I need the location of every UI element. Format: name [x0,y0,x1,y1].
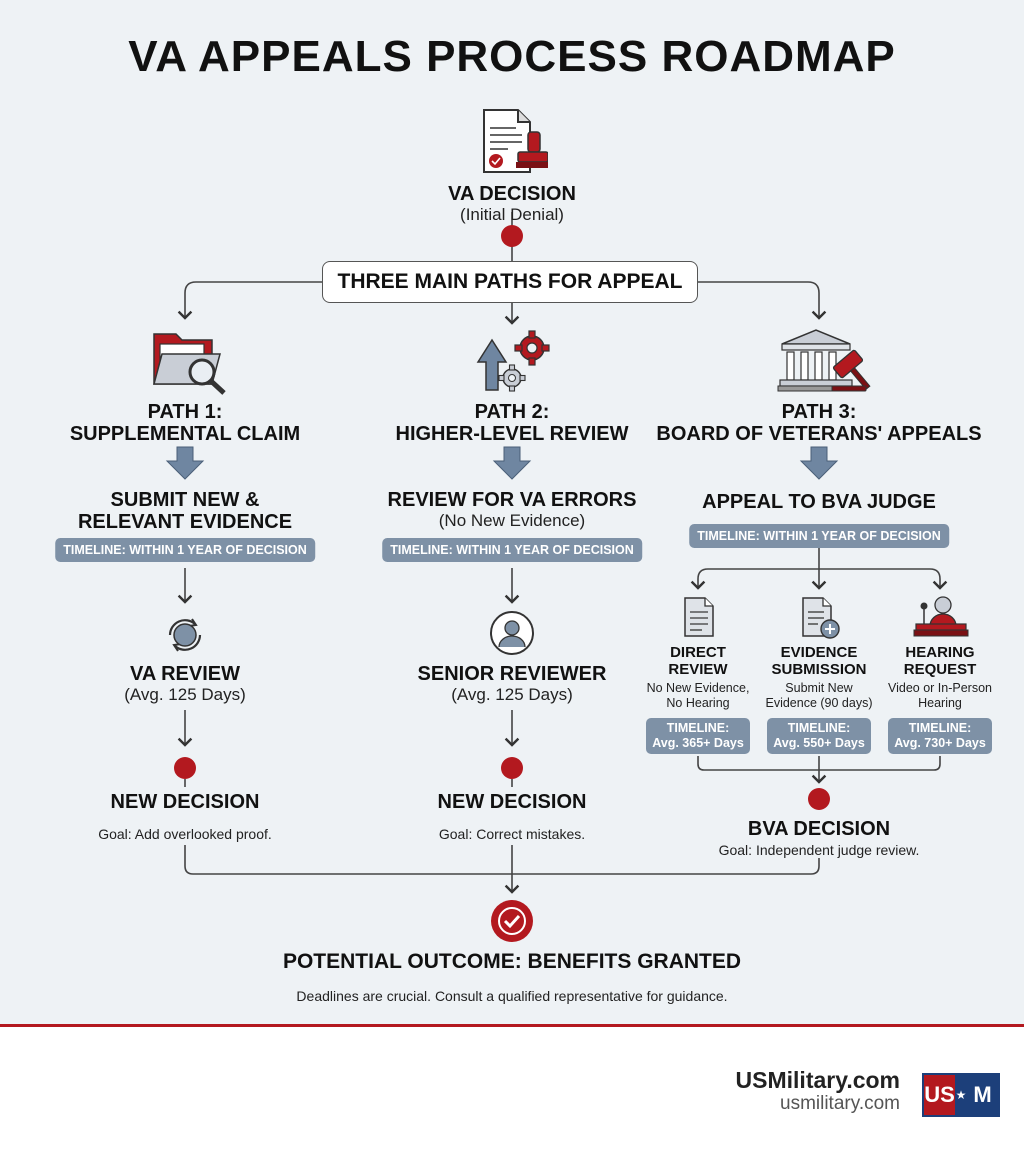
folder-search-icon [150,326,230,396]
option-direct-review-timeline: TIMELINE: Avg. 365+ Days [646,718,750,754]
path3-decision-node [808,788,830,810]
option-hearing-request-head1: HEARING [905,644,975,661]
path1-step-line2: RELEVANT EVIDENCE [77,511,293,533]
path2-step-sub: (No New Evidence) [438,511,586,530]
speaker-podium-icon [910,594,970,640]
logo-star-icon: ★ [955,1075,967,1115]
path3-step: APPEAL TO BVA JUDGE [702,491,936,513]
path2-timeline-badge: TIMELINE: WITHIN 1 YEAR OF DECISION [382,538,642,562]
path2-review-sub: (Avg. 125 Days) [451,685,573,704]
outcome-heading: POTENTIAL OUTCOME: BENEFITS GRANTED [282,950,742,973]
path3-decision: BVA DECISION [747,818,891,840]
option-evidence-submission-head2: SUBMISSION [771,661,867,678]
person-icon [489,610,535,656]
option-direct-review-desc1: No New Evidence, [646,681,750,695]
option-direct-review-head2: REVIEW [668,661,728,678]
page-title: VA APPEALS PROCESS ROADMAP [128,32,896,81]
path2-decision-node [501,757,523,779]
start-heading: VA DECISION [448,183,576,205]
document-stamp-icon [478,106,549,178]
path1-review-heading: VA REVIEW [129,663,241,685]
courthouse-gavel-icon [776,326,872,394]
timeline-label: TIMELINE: [666,721,730,735]
outcome-note: Deadlines are crucial. Consult a qualifi… [296,988,728,1004]
checkmark-icon [490,899,534,943]
option-evidence-submission-desc1: Submit New [785,681,853,695]
path2-title-line1: PATH 2: [474,401,550,423]
option-hearing-request-desc2: Hearing [918,696,962,710]
path2-title-line2: HIGHER-LEVEL REVIEW [395,423,629,445]
brand-logo: US ★ M [922,1073,1000,1117]
path1-timeline-badge: TIMELINE: WITHIN 1 YEAR OF DECISION [55,538,315,562]
path1-review-sub: (Avg. 125 Days) [124,685,246,704]
path1-decision-node [174,757,196,779]
path3-goal: Goal: Independent judge review. [718,842,920,858]
document-plus-icon [800,596,842,640]
path1-goal: Goal: Add overlooked proof. [98,826,272,842]
brand-name: USMilitary.com [735,1067,900,1093]
start-sub: (Initial Denial) [460,205,564,224]
path3-title-line2: BOARD OF VETERANS' APPEALS [656,423,982,445]
option-direct-review-desc2: No Hearing [666,696,730,710]
path3-timeline-badge: TIMELINE: WITHIN 1 YEAR OF DECISION [689,524,949,548]
path2-step: REVIEW FOR VA ERRORS [387,489,637,511]
footer-divider [0,1024,1024,1027]
option-evidence-submission-head1: EVIDENCE [780,644,858,661]
path2-review-heading: SENIOR REVIEWER [417,663,607,685]
path2-decision: NEW DECISION [437,791,587,813]
timeline-label: TIMELINE: [787,721,851,735]
start-node [501,225,523,247]
brand-url: usmilitary.com [780,1093,900,1114]
timeline-value: Avg. 365+ Days [652,736,744,750]
footer [0,1027,1024,1154]
path1-step-line1: SUBMIT NEW & [110,489,260,511]
option-evidence-submission-timeline: TIMELINE: Avg. 550+ Days [767,718,871,754]
paths-box: THREE MAIN PATHS FOR APPEAL [322,261,698,303]
option-evidence-submission-desc2: Evidence (90 days) [765,696,873,710]
option-hearing-request-timeline: TIMELINE: Avg. 730+ Days [888,718,992,754]
path2-goal: Goal: Correct mistakes. [438,826,586,842]
option-hearing-request-desc1: Video or In-Person [888,681,992,695]
path1-title-line1: PATH 1: [147,401,223,423]
path1-decision: NEW DECISION [110,791,260,813]
option-hearing-request-head2: REQUEST [903,661,977,678]
option-direct-review-head1: DIRECT [670,644,726,661]
arrow-gear-icon [468,326,558,396]
timeline-value: Avg. 730+ Days [894,736,986,750]
document-icon [682,596,716,638]
refresh-cycle-icon [162,612,208,658]
logo-right: M [967,1075,998,1115]
path3-title-line1: PATH 3: [781,401,857,423]
path1-title-line2: SUPPLEMENTAL CLAIM [69,423,301,445]
timeline-value: Avg. 550+ Days [773,736,865,750]
logo-left: US [924,1075,955,1115]
timeline-label: TIMELINE: [908,721,972,735]
